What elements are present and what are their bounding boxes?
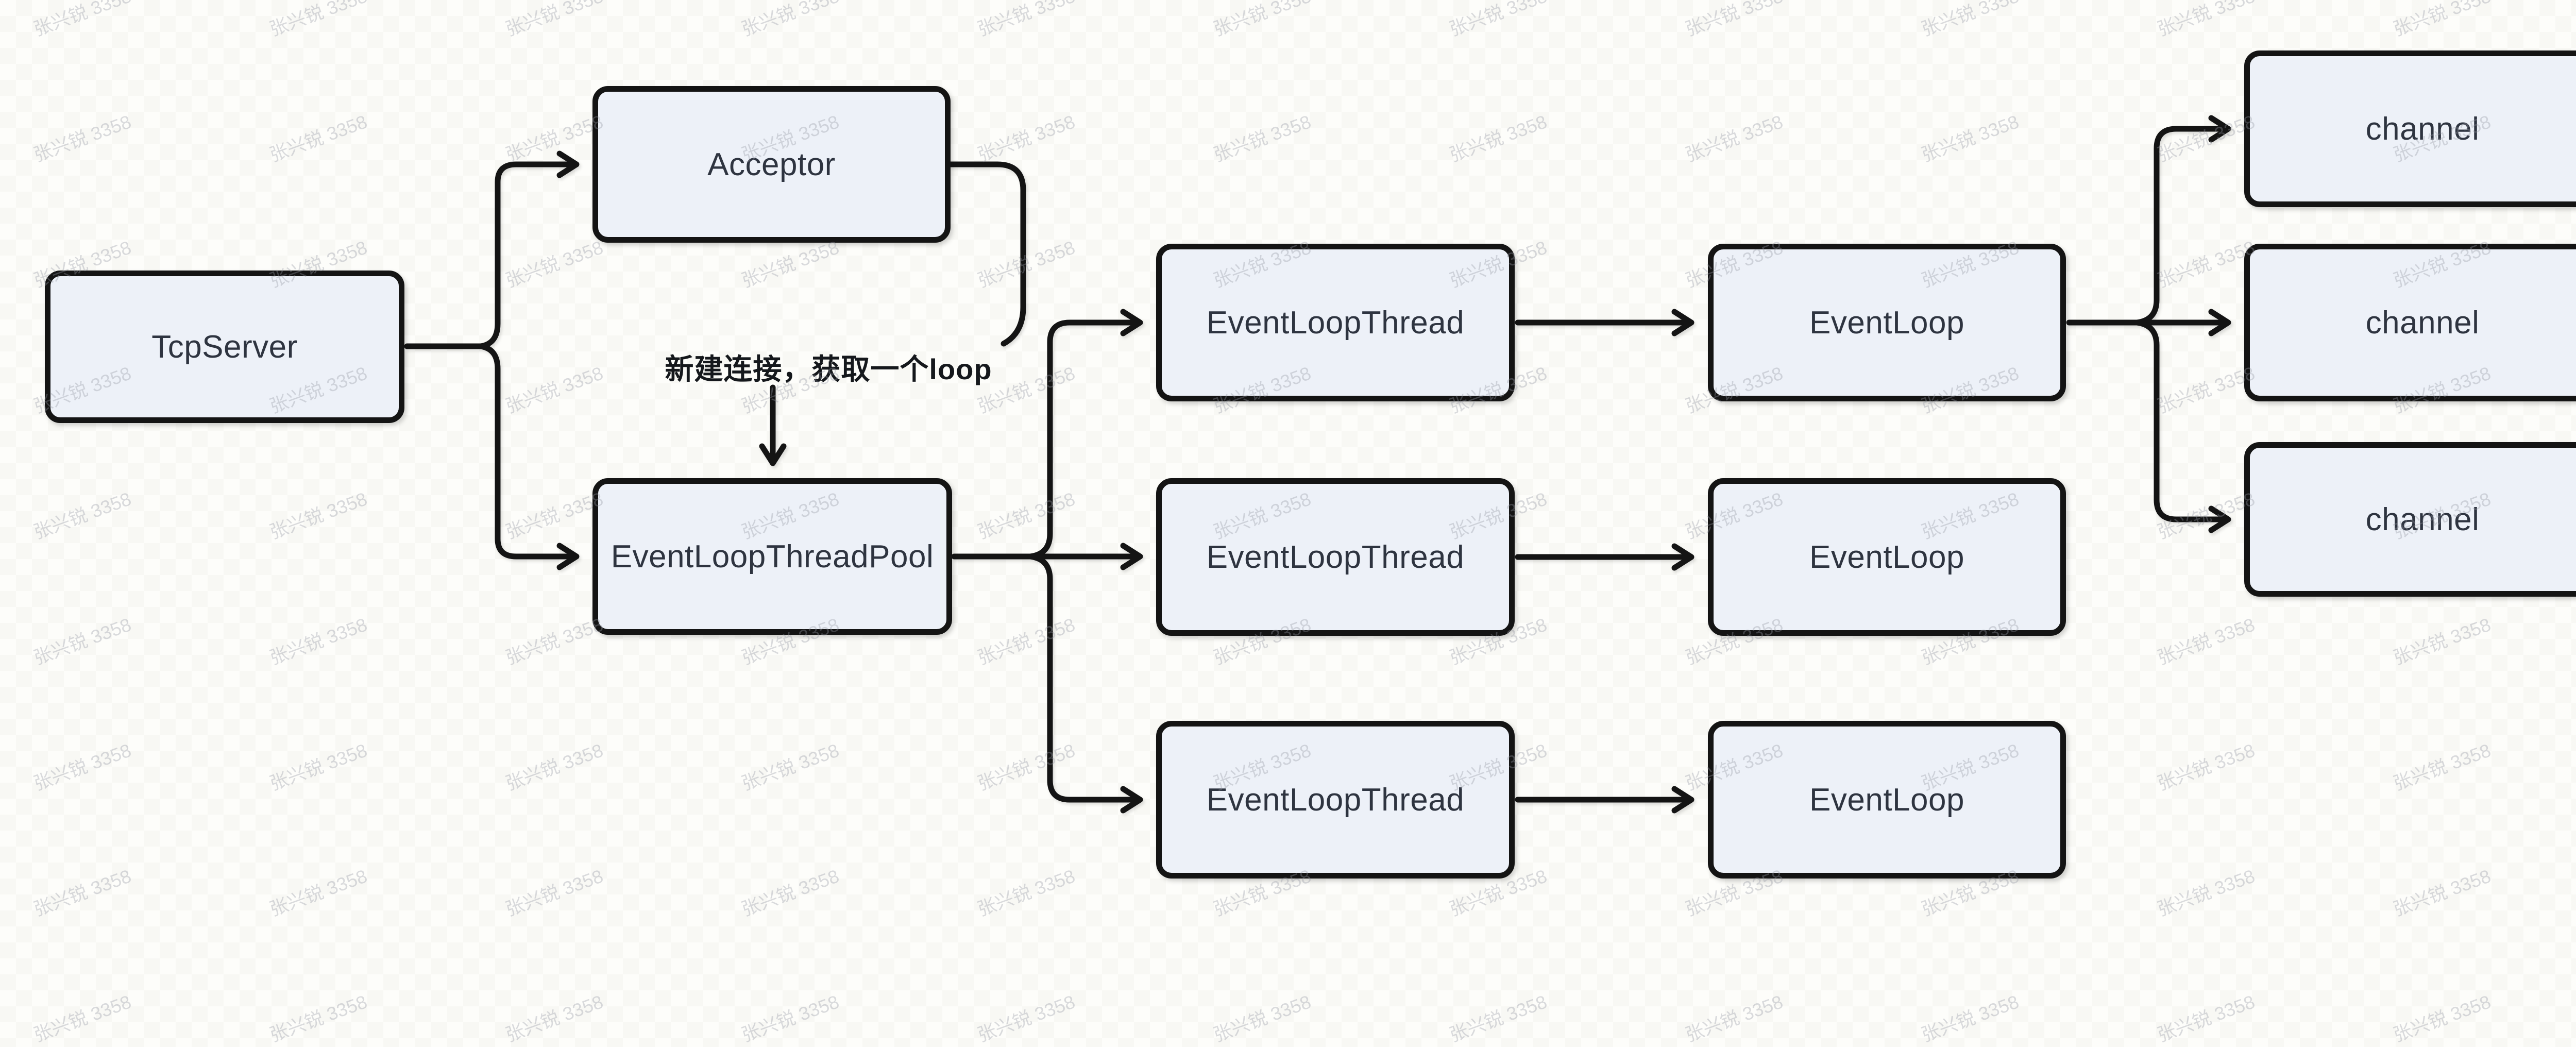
edge-loop1-channel1 xyxy=(2134,115,2231,326)
node-label-eventloopthread-1: EventLoopThread xyxy=(1206,305,1465,341)
node-label-eventloopthreadpool: EventLoopThreadPool xyxy=(611,538,934,575)
edge-acceptor-annotation xyxy=(947,161,1026,347)
node-label-channel-2: channel xyxy=(2365,305,2480,341)
node-channel-3: channel xyxy=(2244,442,2576,597)
edge-tcpserver-acceptor xyxy=(478,150,580,349)
node-channel-2: channel xyxy=(2244,244,2576,401)
node-label-tcpserver: TcpServer xyxy=(151,329,298,365)
node-label-channel-1: channel xyxy=(2365,111,2480,147)
node-eventloopthread-3: EventLoopThread xyxy=(1156,721,1515,879)
node-label-acceptor: Acceptor xyxy=(707,146,836,182)
node-label-channel-3: channel xyxy=(2365,501,2480,537)
edge-loop1-channel3 xyxy=(2134,319,2231,533)
node-eventloop-1: EventLoop xyxy=(1708,244,2066,401)
node-eventloopthread-1: EventLoopThread xyxy=(1156,244,1515,401)
watermark: 张兴锐 3358 xyxy=(2390,991,2494,1046)
watermark: 张兴锐 3358 xyxy=(738,991,842,1046)
watermark: 张兴锐 3358 xyxy=(266,991,370,1046)
watermark: 张兴锐 3358 xyxy=(1682,991,1786,1046)
watermark: 张兴锐 3358 xyxy=(974,991,1078,1046)
watermark: 张兴锐 3358 xyxy=(1210,991,1314,1046)
edge-pool-thread3 xyxy=(1027,553,1143,814)
node-tcpserver: TcpServer xyxy=(45,271,404,423)
watermark: 张兴锐 3358 xyxy=(2154,991,2258,1046)
watermark: 张兴锐 3358 xyxy=(30,991,134,1046)
node-acceptor: Acceptor xyxy=(592,86,951,243)
node-label-eventloop-1: EventLoop xyxy=(1809,305,1964,341)
annotation-text: 新建连接，获取一个loop xyxy=(665,353,992,385)
node-eventloop-3: EventLoop xyxy=(1708,721,2066,879)
edge-pool-thread1 xyxy=(1027,309,1143,560)
edge-tcpserver-pool xyxy=(478,343,580,570)
watermark: 张兴锐 3358 xyxy=(1446,991,1550,1046)
node-eventloopthreadpool: EventLoopThreadPool xyxy=(592,478,952,635)
watermark: 张兴锐 3358 xyxy=(502,991,606,1046)
node-label-eventloop-3: EventLoop xyxy=(1809,782,1964,818)
node-label-eventloop-2: EventLoop xyxy=(1809,539,1964,575)
node-channel-1: channel xyxy=(2244,50,2576,207)
node-eventloopthread-2: EventLoopThread xyxy=(1156,478,1515,636)
watermark: 张兴锐 3358 xyxy=(1918,991,2022,1046)
node-eventloop-2: EventLoop xyxy=(1708,478,2066,636)
edges-layer xyxy=(404,115,2231,814)
node-label-eventloopthread-3: EventLoopThread xyxy=(1206,782,1465,818)
node-label-eventloopthread-2: EventLoopThread xyxy=(1206,539,1465,575)
